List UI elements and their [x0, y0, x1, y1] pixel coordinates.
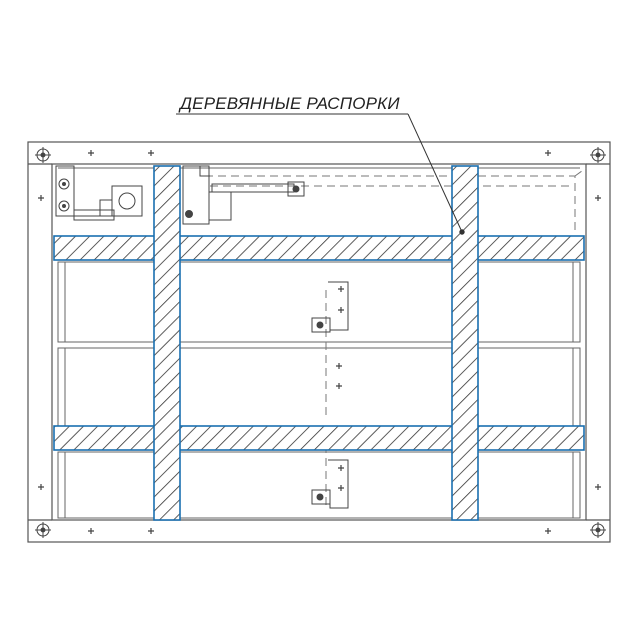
- vertical-spacer-left: [153, 165, 181, 521]
- corner-mount-holes: [35, 147, 606, 538]
- outer-frame: [27, 141, 611, 543]
- mount-hole-bottom-left: [35, 522, 51, 538]
- dashed-mechanism-lines: [205, 167, 587, 505]
- vertical-spacer-right: [451, 165, 479, 521]
- frame-screw-marks: [38, 150, 601, 534]
- mount-hole-top-left: [35, 147, 51, 163]
- horizontal-spacer-lower: [53, 425, 585, 451]
- callout-leader: [176, 113, 465, 235]
- callout-label: ДЕРЕВЯННЫЕ РАСПОРКИ: [178, 94, 400, 113]
- interior-panels: [57, 167, 581, 519]
- hinge-mechanism: [55, 165, 305, 225]
- mount-hole-top-right: [590, 147, 606, 163]
- mount-hole-bottom-right: [590, 522, 606, 538]
- hinge-marks-center: [336, 363, 342, 389]
- hinge-plate-upper: [311, 281, 349, 333]
- horizontal-spacer-upper: [53, 235, 585, 261]
- hinge-plate-lower: [311, 459, 349, 509]
